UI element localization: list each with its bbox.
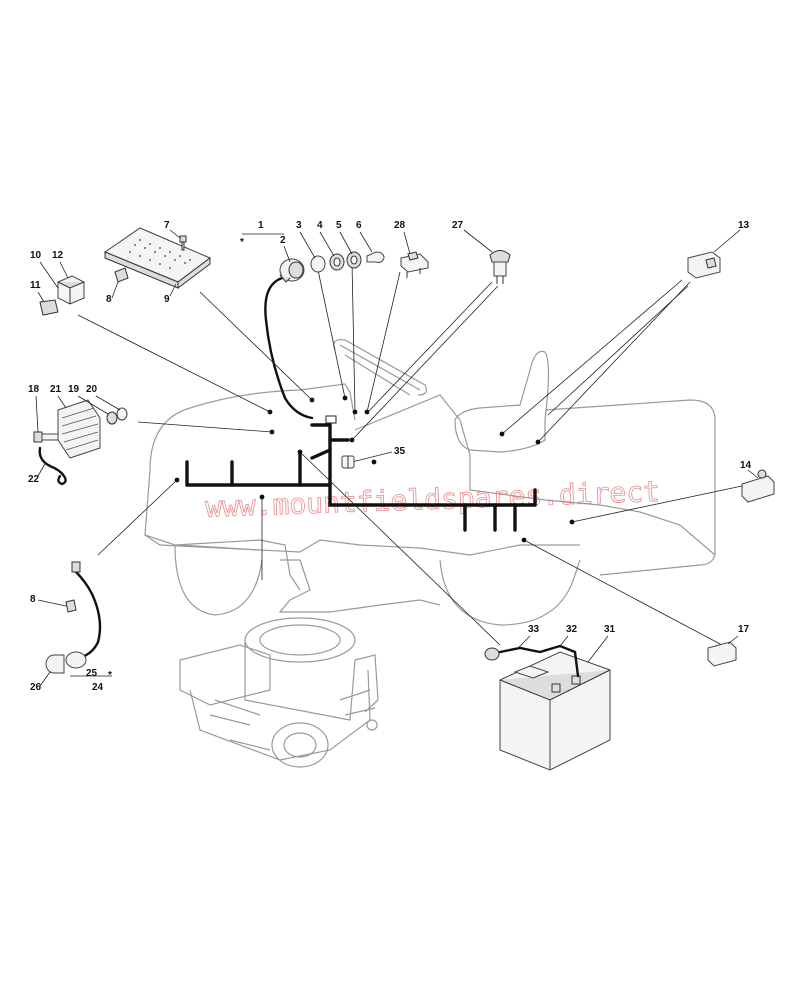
ignition-switch-part bbox=[279, 258, 305, 283]
callout-8-bottom: 8 bbox=[30, 594, 36, 605]
switch-part bbox=[707, 641, 737, 667]
watermark-text: www.mountfieldspares.direct bbox=[205, 475, 661, 524]
engine-illustration bbox=[179, 617, 379, 768]
callout-9: 9 bbox=[164, 294, 170, 305]
callout-24: 24 bbox=[92, 682, 104, 693]
washer-part bbox=[116, 407, 128, 421]
leader-lines bbox=[77, 261, 743, 646]
screw-part bbox=[179, 235, 187, 251]
callout-3: 3 bbox=[296, 220, 302, 231]
callout-21: 21 bbox=[50, 384, 62, 395]
callout-26: 26 bbox=[30, 682, 42, 693]
ground-wire-part bbox=[38, 446, 67, 486]
callout-27: 27 bbox=[452, 220, 464, 231]
callout-12: 12 bbox=[52, 250, 64, 261]
callout-7: 7 bbox=[164, 220, 170, 231]
wiring-harness bbox=[185, 415, 537, 532]
callout-19: 19 bbox=[68, 384, 80, 395]
ignition-switch-cable bbox=[264, 276, 314, 420]
callout-10: 10 bbox=[30, 250, 42, 261]
callout-13: 13 bbox=[738, 220, 750, 231]
callout-11: 11 bbox=[30, 280, 41, 291]
washer-nut-parts bbox=[310, 251, 362, 273]
connector-part bbox=[341, 455, 355, 469]
relay-part bbox=[57, 275, 85, 305]
callout-1: 1 bbox=[258, 220, 264, 231]
callout-22: 22 bbox=[28, 474, 40, 485]
callout-8-top: 8 bbox=[106, 294, 112, 305]
callout-star-1: * bbox=[240, 237, 244, 248]
callout-35: 35 bbox=[394, 446, 406, 457]
tractor-outline bbox=[144, 339, 716, 626]
callout-32: 32 bbox=[566, 624, 578, 635]
pto-switch-part bbox=[489, 250, 511, 284]
callout-5: 5 bbox=[336, 220, 342, 231]
callout-6: 6 bbox=[356, 220, 362, 231]
callout-20: 20 bbox=[86, 384, 98, 395]
seat-switch-part bbox=[687, 251, 721, 279]
callout-31: 31 bbox=[604, 624, 616, 635]
bulb-holder-assembly bbox=[45, 561, 102, 674]
callout-25: 25 bbox=[86, 668, 98, 679]
clip-part bbox=[114, 267, 129, 283]
callout-star-2: * bbox=[108, 670, 112, 681]
ignition-key-part bbox=[366, 251, 385, 263]
nut-part bbox=[106, 411, 118, 425]
bolt-part bbox=[33, 431, 59, 443]
voltage-regulator-part bbox=[57, 399, 101, 459]
leader-dots bbox=[174, 395, 575, 543]
push-switch-part bbox=[400, 251, 429, 278]
callout-18: 18 bbox=[28, 384, 40, 395]
callout-17: 17 bbox=[738, 624, 750, 635]
module-part bbox=[741, 469, 775, 503]
callout-14: 14 bbox=[740, 460, 752, 471]
battery-cable bbox=[498, 644, 580, 678]
callout-2: 2 bbox=[280, 235, 286, 246]
callout-28: 28 bbox=[394, 220, 406, 231]
control-board-part bbox=[103, 227, 211, 289]
callout-labels: 1 * 2 3 4 5 6 7 8 9 10 12 11 28 27 13 18… bbox=[28, 220, 759, 693]
fuse-holder-part bbox=[39, 299, 59, 316]
callout-33: 33 bbox=[528, 624, 540, 635]
terminal-cover-part bbox=[484, 647, 500, 661]
callout-4: 4 bbox=[317, 220, 323, 231]
battery-part bbox=[499, 651, 611, 771]
